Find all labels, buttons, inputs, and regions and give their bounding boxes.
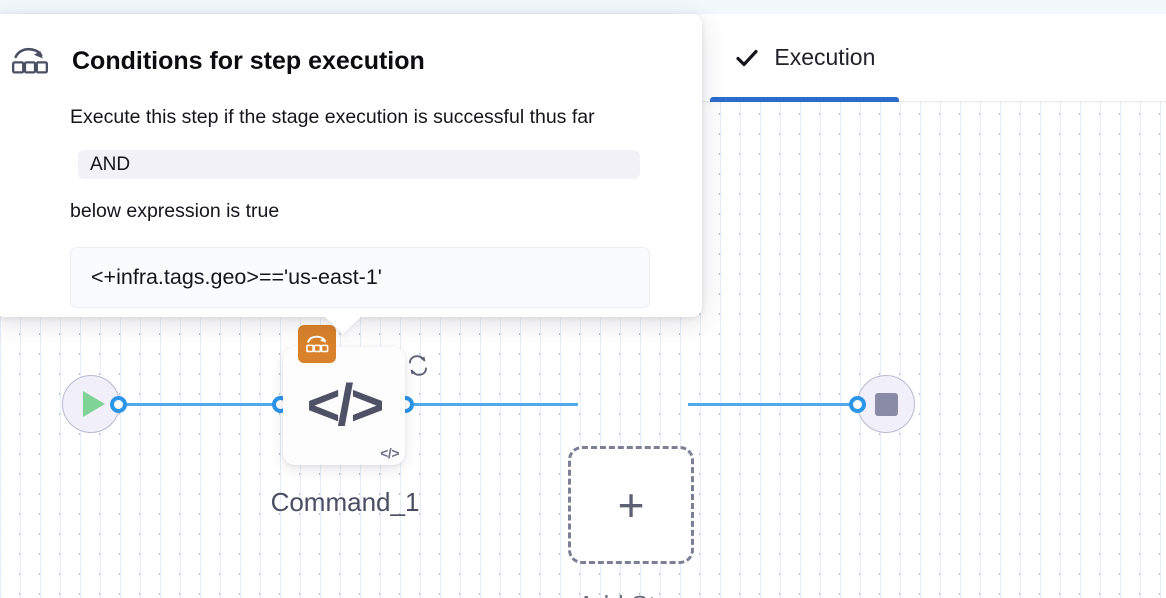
popover-sub-description: below expression is true [70, 200, 280, 222]
popover-arrow [324, 316, 362, 334]
pipeline-end-node[interactable] [857, 375, 915, 433]
step-node-command[interactable]: </> </> [283, 325, 427, 465]
port-end-input[interactable] [849, 396, 866, 413]
play-icon [83, 391, 105, 417]
operator-select[interactable]: AND [78, 150, 640, 179]
tab-active-underline [710, 97, 900, 102]
tab-execution-label: Execution [774, 44, 876, 70]
plus-icon: + [617, 479, 645, 531]
loop-icon[interactable] [403, 351, 433, 381]
conditional-execution-icon [8, 41, 52, 81]
stop-icon [874, 392, 898, 416]
popover-title: Conditions for step execution [72, 46, 425, 75]
edge-addstep-to-end [688, 403, 864, 406]
check-icon [734, 45, 760, 71]
step-node-label: Command_1 [270, 487, 420, 517]
expression-input[interactable]: <+infra.tags.geo>=='us-east-1' [70, 247, 650, 308]
tab-execution[interactable]: Execution [704, 14, 905, 102]
add-step-button[interactable]: + [568, 446, 694, 564]
edge-start-to-command [110, 403, 312, 406]
code-corner-icon: </> [380, 445, 399, 461]
expression-value: <+infra.tags.geo>=='us-east-1' [91, 265, 382, 289]
pipeline-graph: </> </> Command_1 + Add Step [0, 102, 1166, 598]
operator-value: AND [90, 153, 131, 175]
conditional-execution-icon[interactable] [298, 325, 336, 363]
popover-header: Conditions for step execution [8, 41, 425, 81]
add-step-label: Add Step [530, 590, 732, 598]
code-icon: </> [306, 373, 385, 438]
conditions-popover: Conditions for step execution Execute th… [0, 14, 702, 334]
popover-description: Execute this step if the stage execution… [70, 106, 595, 128]
edge-command-to-addstep [398, 403, 578, 406]
port-start-output[interactable] [110, 396, 127, 413]
